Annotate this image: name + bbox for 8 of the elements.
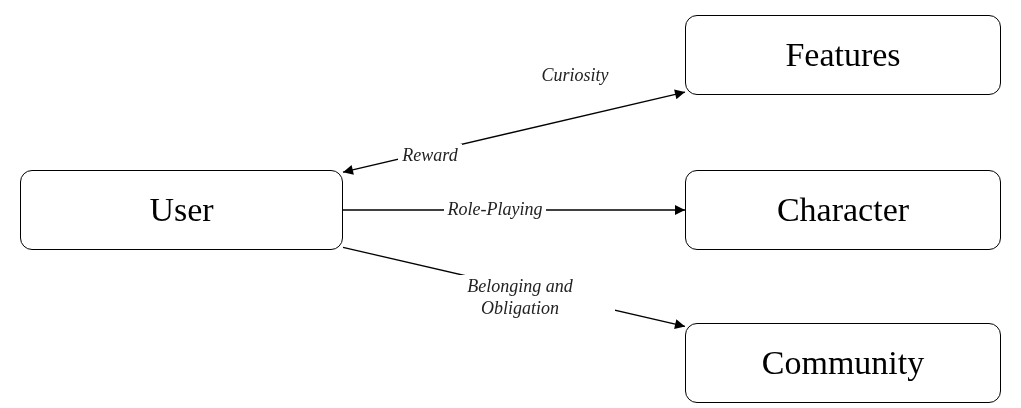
process-box [20,170,343,250]
node-label: Features [785,38,901,72]
process-box [685,170,1001,250]
node-label: Character [776,193,910,227]
process-box [685,323,1001,403]
process-box [685,15,1001,95]
node-label: Community [761,346,925,380]
node-label: User [149,193,214,227]
